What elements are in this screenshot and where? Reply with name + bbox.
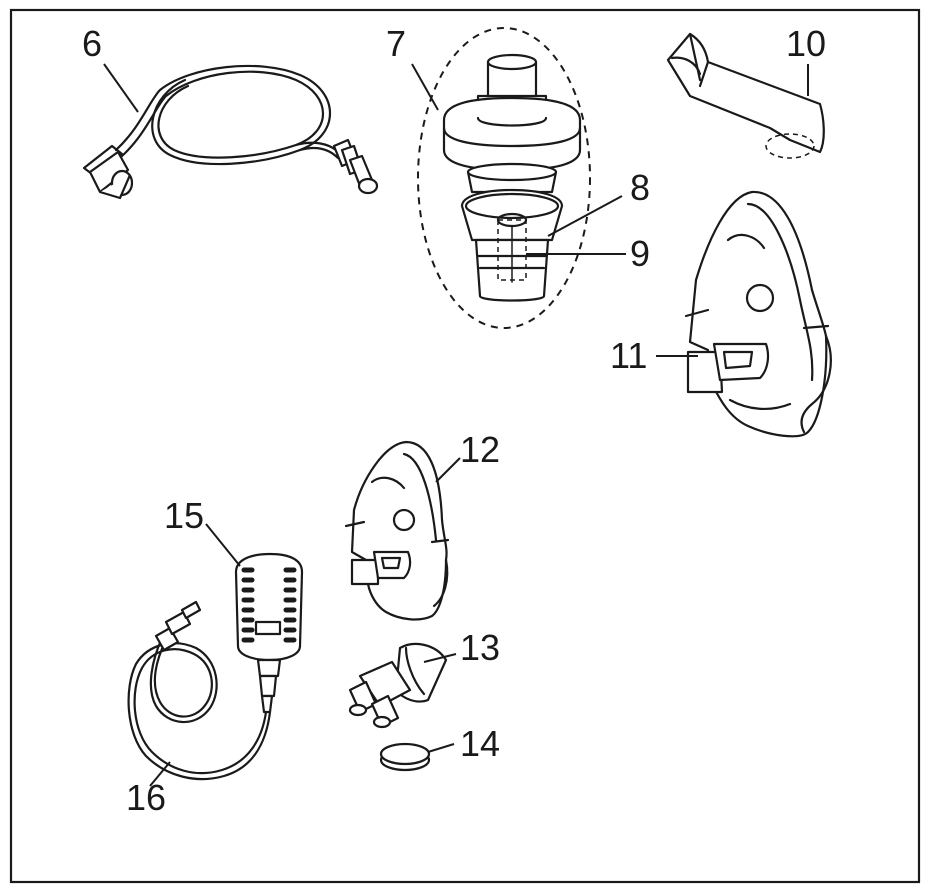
label-10: 10 bbox=[786, 23, 826, 64]
label-7: 7 bbox=[386, 23, 406, 64]
air-tube bbox=[82, 64, 379, 200]
label-8: 8 bbox=[630, 167, 650, 208]
leader-8 bbox=[547, 195, 623, 237]
leader-13 bbox=[423, 653, 457, 663]
assembly-outline bbox=[417, 27, 591, 329]
label-9: 9 bbox=[630, 233, 650, 274]
leader-6 bbox=[103, 63, 139, 113]
figure-frame bbox=[9, 8, 921, 884]
leader-15 bbox=[205, 523, 241, 567]
label-15: 15 bbox=[164, 495, 204, 536]
leader-7 bbox=[411, 63, 439, 111]
nebulizer-assembly bbox=[417, 27, 591, 329]
leader-12 bbox=[435, 457, 461, 483]
adult-mask bbox=[684, 190, 832, 438]
label-11: 11 bbox=[610, 335, 647, 376]
child-mask bbox=[344, 440, 450, 621]
label-16: 16 bbox=[126, 777, 166, 818]
label-14: 14 bbox=[460, 723, 500, 764]
power-adapter bbox=[234, 552, 304, 714]
mouthpiece bbox=[666, 32, 825, 159]
leader-14 bbox=[427, 743, 455, 753]
label-6: 6 bbox=[82, 23, 102, 64]
power-cable bbox=[127, 600, 272, 781]
leader-16 bbox=[149, 761, 171, 787]
filter bbox=[379, 742, 431, 772]
label-13: 13 bbox=[460, 627, 500, 668]
label-12: 12 bbox=[460, 429, 500, 470]
nosepiece bbox=[348, 642, 448, 729]
